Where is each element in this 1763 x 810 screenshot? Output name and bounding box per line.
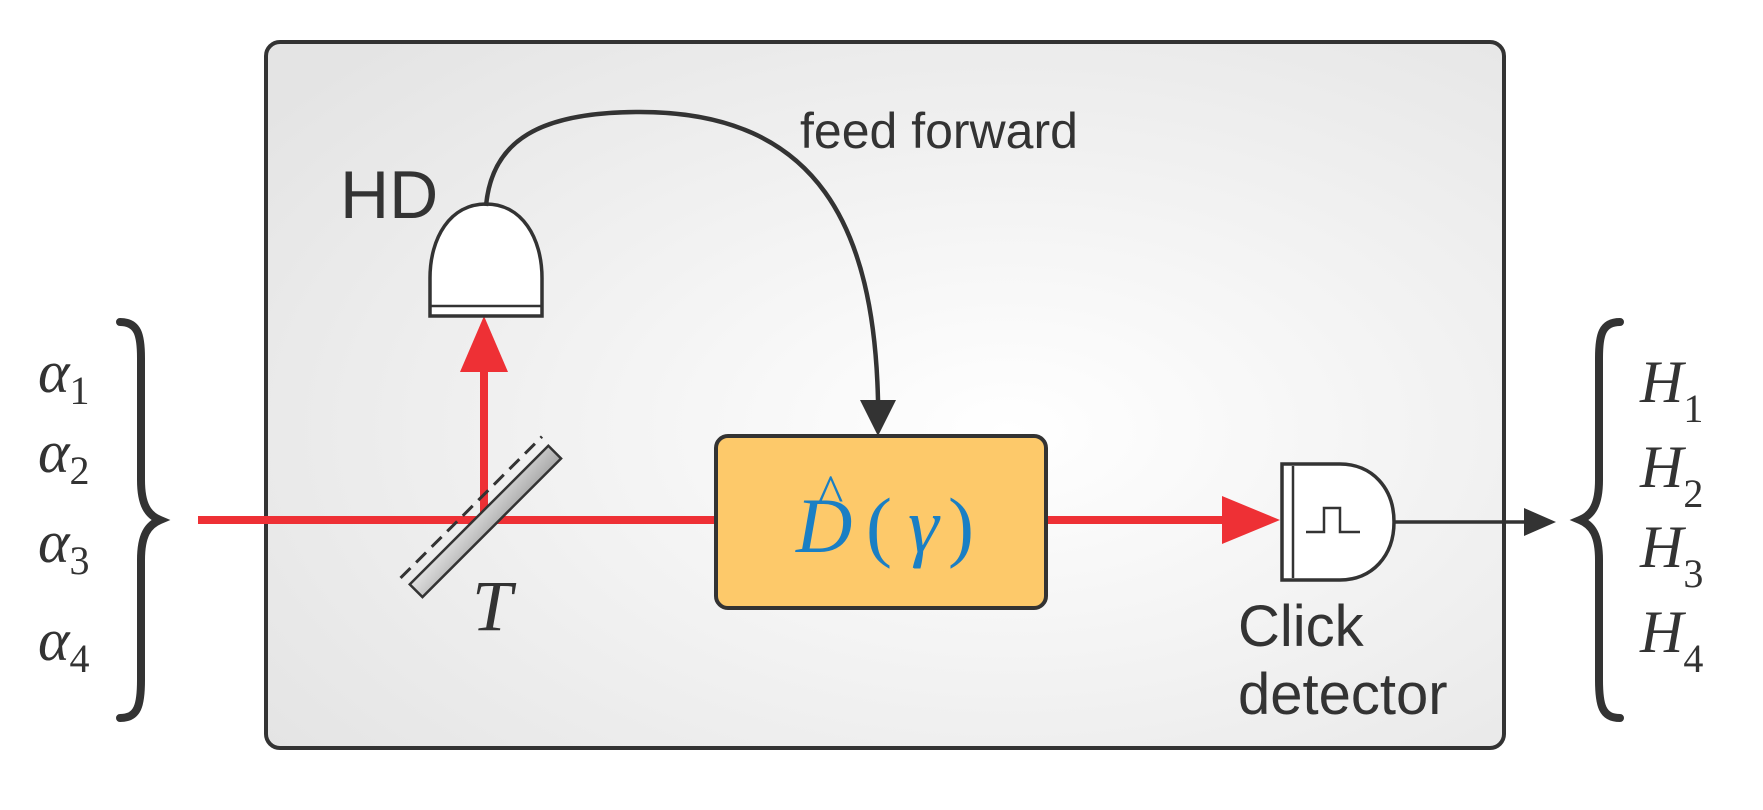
output-h-2: H2 [1639, 434, 1703, 516]
feed-forward-arc [483, 109, 881, 401]
click-detector [1280, 462, 1396, 582]
hd-label: HD [340, 157, 438, 233]
operator-argument: γ [908, 482, 941, 569]
output-beam-arrowhead [1222, 496, 1280, 544]
input-brace [116, 318, 171, 722]
feed-forward-label: feed forward [800, 103, 1078, 159]
input-alpha-3: α3 [38, 509, 90, 583]
operator-symbol: D [795, 482, 852, 569]
click-detector-label-line2: detector [1238, 662, 1448, 727]
homodyne-detector [428, 202, 544, 318]
output-h-4: H4 [1639, 599, 1703, 681]
beam-splitter [399, 435, 563, 599]
setup-panel [264, 40, 1506, 750]
input-alpha-4: α4 [38, 607, 90, 681]
operator-open-paren: ( [866, 482, 892, 569]
click-detector-label-line1: Click [1238, 594, 1365, 659]
operator-close-paren: ) [948, 482, 974, 569]
output-brace [1569, 318, 1624, 722]
beam-splitter-dashed-surface [399, 435, 544, 580]
output-signal-arrowhead [1524, 508, 1556, 536]
input-alpha-1: α1 [38, 339, 90, 413]
click-pulse-icon [1306, 506, 1360, 534]
output-h-3: H3 [1639, 514, 1703, 596]
tapped-beam-arrowhead [460, 316, 508, 372]
splitter-label: T [472, 566, 517, 646]
output-h-1: H1 [1639, 349, 1703, 431]
feed-forward-arrowhead [860, 400, 896, 436]
displacement-operator-label: D ^ ( γ ) [795, 464, 974, 569]
operator-hat: ^ [818, 464, 843, 524]
displacement-operator-box [714, 434, 1048, 610]
input-alpha-2: α2 [38, 419, 90, 493]
